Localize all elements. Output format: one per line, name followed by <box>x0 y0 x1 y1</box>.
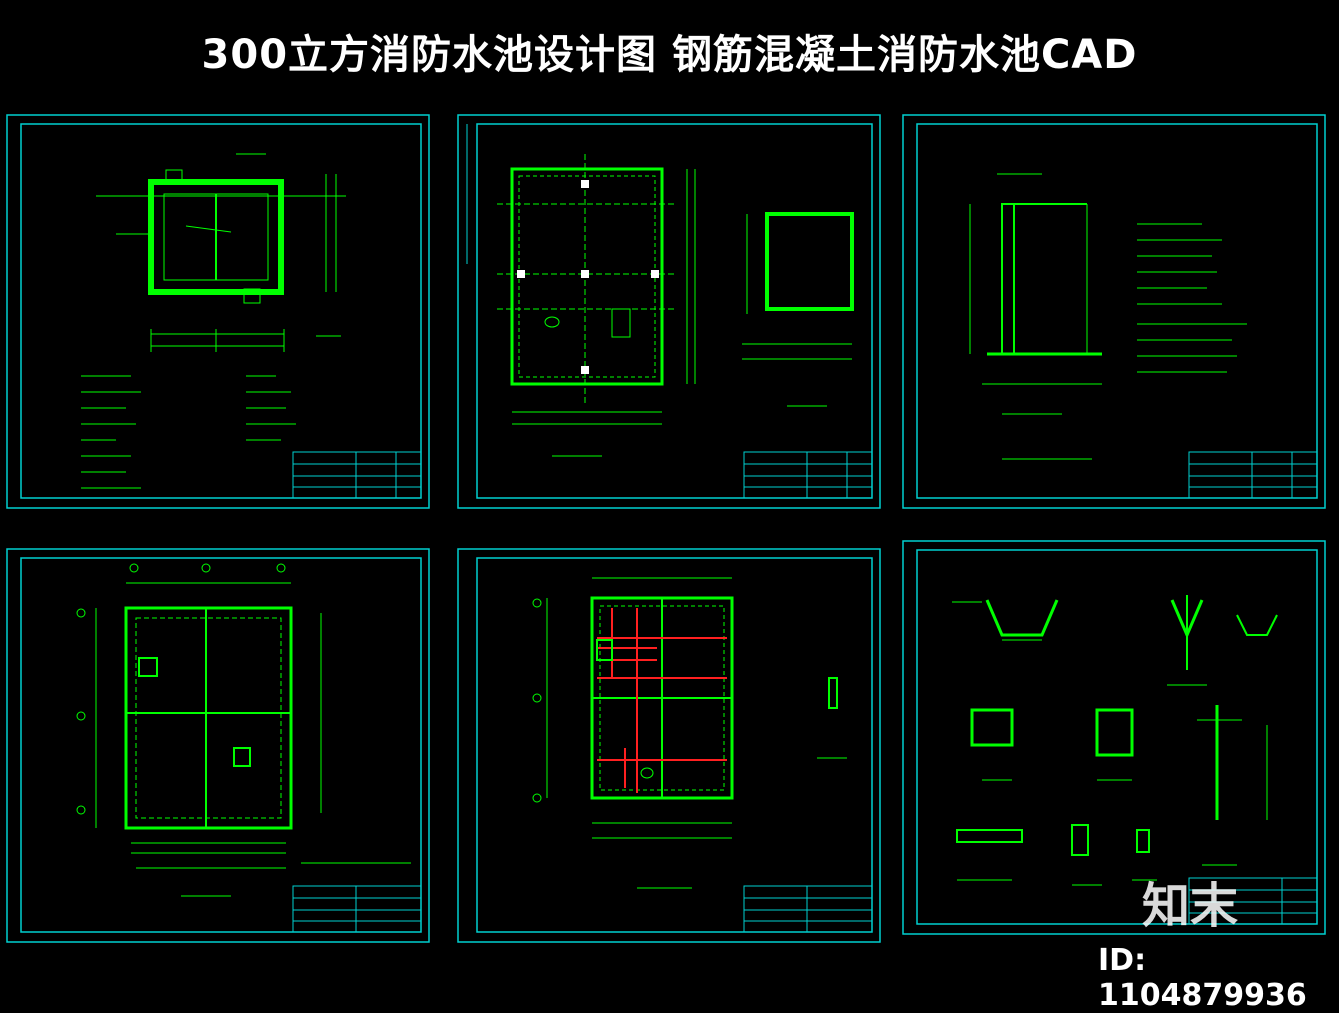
drawing-sheet-reinforcement[interactable] <box>457 548 881 943</box>
drawing-sheet-details[interactable] <box>902 540 1326 935</box>
drawing-sheet-wall-section[interactable] <box>902 114 1326 509</box>
drawing-sheet-section[interactable] <box>6 114 430 509</box>
image-id-label: ID: 1104879936 <box>1098 943 1307 1013</box>
drawing-sheet-layout[interactable] <box>6 548 430 943</box>
watermark-logo: 知末 <box>1142 878 1239 934</box>
page-title: 300立方消防水池设计图 钢筋混凝土消防水池CAD <box>201 32 1138 78</box>
drawing-sheet-plan[interactable] <box>457 114 881 509</box>
